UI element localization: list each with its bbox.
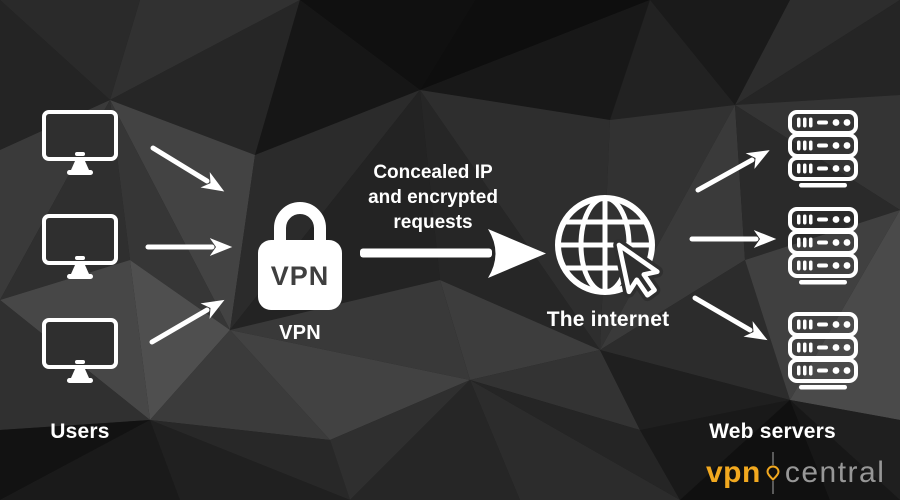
padlock-vpn-text: VPN [271, 261, 330, 291]
arrow-caption-line: and encrypted [368, 187, 498, 208]
server-icon [788, 207, 858, 285]
vpncentral-logo: vpn central [706, 452, 885, 494]
globe-icon [555, 195, 664, 302]
arrow-caption-line: Concealed IP [373, 162, 493, 183]
internet-label: The internet [546, 308, 670, 331]
logo-central-text: central [784, 456, 886, 489]
monitor-icon [42, 214, 118, 279]
server-icon [788, 110, 858, 188]
users-label: Users [50, 420, 110, 443]
monitor-icon [42, 110, 118, 175]
location-pin-icon [766, 452, 780, 494]
server-icon [788, 312, 858, 390]
logo-vpn-text: vpn [706, 456, 761, 489]
monitor-icon [42, 318, 118, 383]
arrow-caption: Concealed IP and encrypted requests [353, 160, 513, 235]
web-servers-label: Web servers [709, 420, 836, 443]
vpn-label: VPN [279, 322, 321, 344]
arrow-caption-line: requests [393, 212, 473, 233]
padlock-icon: VPN [258, 202, 342, 310]
cursor-icon [613, 239, 664, 302]
